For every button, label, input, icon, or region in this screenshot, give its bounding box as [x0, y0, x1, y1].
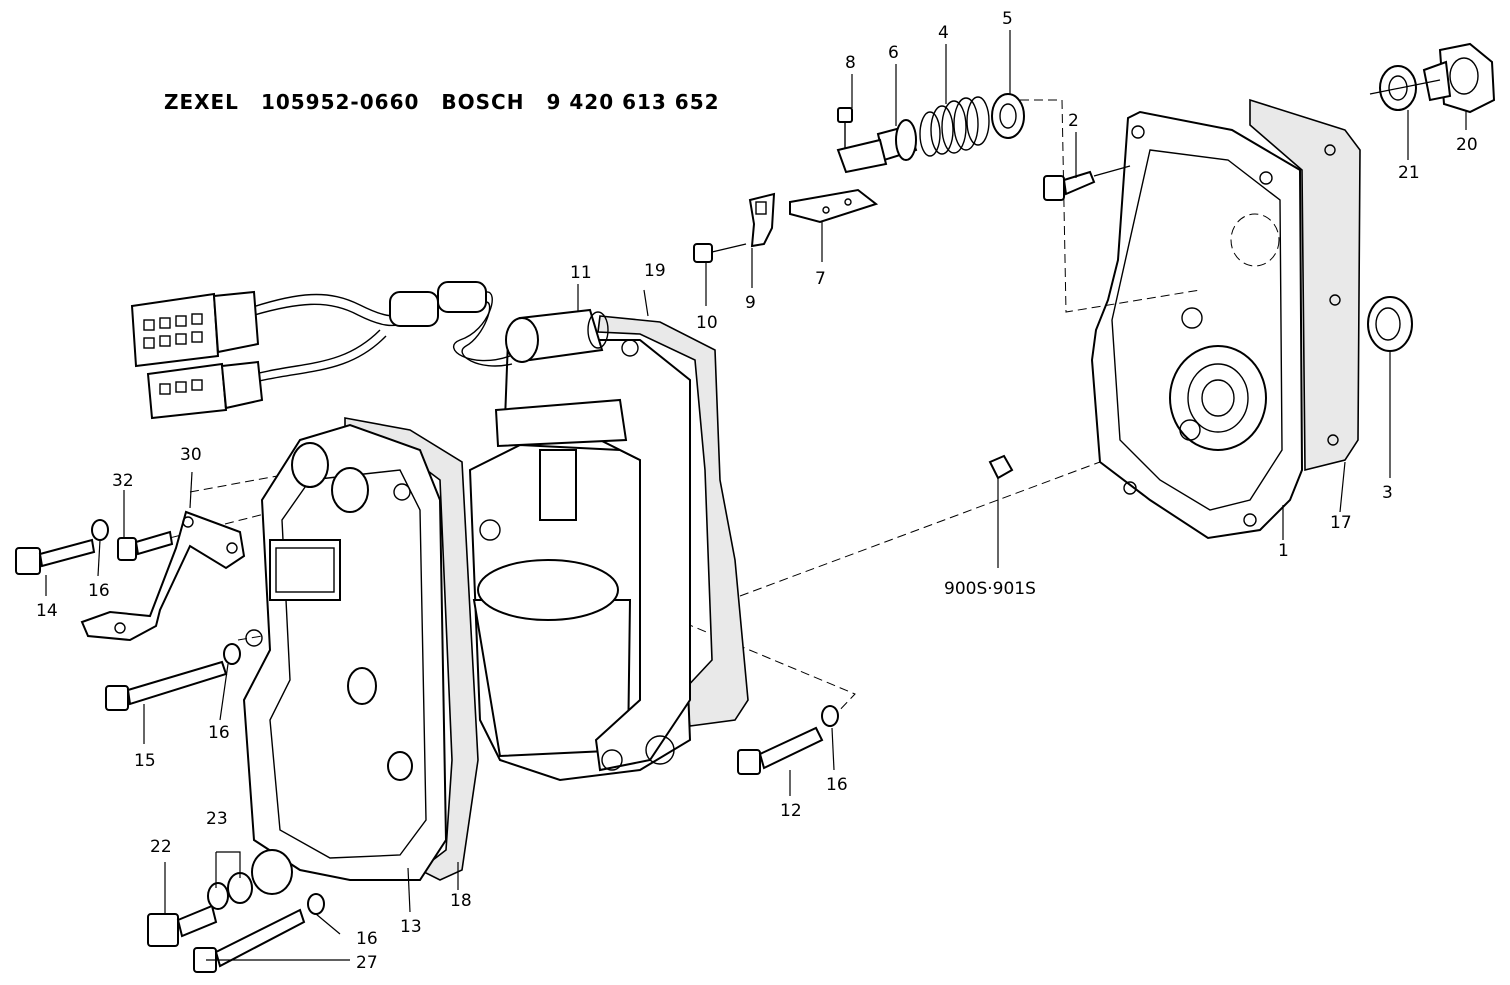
- label-part-3: 3: [1382, 483, 1393, 503]
- brand-zexel: ZEXEL: [163, 90, 239, 114]
- washer-part-16-bottom: [307, 893, 325, 915]
- label-part-27: 27: [356, 953, 378, 973]
- bolt-part-12: [737, 726, 824, 775]
- label-part-15: 15: [134, 751, 156, 771]
- label-part-6: 6: [888, 43, 899, 63]
- sleeve-part-6: [836, 119, 918, 174]
- key-part-900s: [988, 454, 1014, 568]
- washer-part-16-mid: [223, 643, 241, 665]
- label-part-11: 11: [570, 263, 592, 283]
- label-part-16-mid: 16: [208, 723, 230, 743]
- bracket-part-30: [80, 510, 246, 642]
- label-part-17: 17: [1330, 513, 1352, 533]
- label-part-21: 21: [1398, 163, 1420, 183]
- brand-bosch: BOSCH: [441, 90, 525, 114]
- diagram-title: ZEXEL 105952-0660 BOSCH 9 420 613 652: [148, 66, 742, 114]
- label-part-13: 13: [400, 917, 422, 937]
- label-part-30: 30: [180, 445, 202, 465]
- label-part-19: 19: [644, 261, 666, 281]
- wiring-harness: [237, 281, 513, 387]
- cover-part-13: [242, 423, 448, 895]
- stud-part-32: [117, 530, 174, 561]
- spring-part-4: [919, 96, 990, 157]
- label-part-10: 10: [696, 313, 718, 333]
- label-part-12: 12: [780, 801, 802, 821]
- part-number-bosch: 9 420 613 652: [546, 90, 720, 114]
- bolt-part-22: [147, 904, 218, 947]
- label-part-9: 9: [745, 293, 756, 313]
- label-part-22: 22: [150, 837, 172, 857]
- label-part-16-top: 16: [88, 581, 110, 601]
- label-part-18: 18: [450, 891, 472, 911]
- label-part-1: 1: [1278, 541, 1289, 561]
- label-part-4: 4: [938, 23, 949, 43]
- label-part-20: 20: [1456, 135, 1478, 155]
- label-part-16-bottom: 16: [356, 929, 378, 949]
- label-part-5: 5: [1002, 9, 1013, 29]
- screw-part-10: [693, 243, 747, 263]
- bolt-part-27: [193, 908, 306, 973]
- bolt-part-2: [1043, 170, 1096, 201]
- bolt-part-14: [15, 538, 96, 575]
- actuator-body: [468, 339, 692, 782]
- connector-small: [146, 360, 264, 420]
- leader-lines: [45, 30, 1467, 961]
- connector-large: [130, 290, 260, 368]
- label-part-23: 23: [206, 809, 228, 829]
- label-part-900s-901s: 900S·901S: [944, 579, 1036, 599]
- label-part-7: 7: [815, 269, 826, 289]
- ring-part-5: [991, 93, 1025, 139]
- bolt-part-15: [105, 660, 228, 711]
- solenoid-part-11: [505, 308, 639, 363]
- plate-part-9: [748, 192, 776, 248]
- label-part-8: 8: [845, 53, 856, 73]
- label-part-32: 32: [112, 471, 134, 491]
- plug-part-20: [1422, 42, 1496, 114]
- gasket-part-17: [1249, 98, 1361, 472]
- housing-part-1: [1090, 110, 1304, 540]
- washer-part-16-top: [91, 519, 109, 541]
- washer-part-16-right: [821, 705, 839, 727]
- seal-part-3: [1367, 296, 1413, 352]
- label-part-14: 14: [36, 601, 58, 621]
- lever-part-7: [789, 188, 879, 224]
- washers-part-23: [207, 872, 253, 910]
- screw-part-8: [837, 107, 853, 148]
- part-number-zexel: 105952-0660: [260, 90, 420, 114]
- label-part-16-right: 16: [826, 775, 848, 795]
- label-part-2: 2: [1068, 111, 1079, 131]
